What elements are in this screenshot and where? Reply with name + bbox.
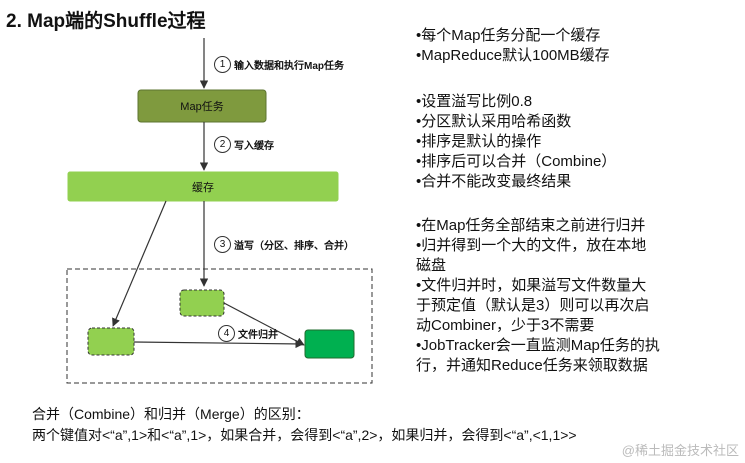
note-line: 磁盘 bbox=[416, 257, 447, 274]
page-title: 2. Map端的Shuffle过程 bbox=[6, 11, 206, 32]
watermark: @稀土掘金技术社区 bbox=[621, 443, 739, 458]
note-line: •JobTracker会一直监测Map任务的执 bbox=[416, 337, 660, 354]
step-3-label: 溢写（分区、排序、合并） bbox=[234, 241, 354, 252]
arrow-spill-2 bbox=[112, 200, 167, 327]
step-3-number: 3 bbox=[214, 236, 231, 253]
arrow-merge-1 bbox=[223, 302, 305, 346]
arrow-merge-2 bbox=[133, 339, 304, 349]
buffer-box bbox=[67, 171, 339, 202]
note-line: •每个Map任务分配一个缓存 bbox=[416, 27, 601, 44]
note-line: •MapReduce默认100MB缓存 bbox=[416, 47, 610, 64]
step-3: 3 溢写（分区、排序、合并） bbox=[214, 236, 354, 253]
bottom-line-1: 合并（Combine）和归并（Merge）的区别： bbox=[32, 406, 310, 422]
step-4-number: 4 bbox=[218, 325, 235, 342]
note-line: •分区默认采用哈希函数 bbox=[416, 113, 572, 130]
note-line: •在Map任务全部结束之前进行归并 bbox=[416, 217, 646, 234]
note-line: 行，并通知Reduce任务来领取数据 bbox=[416, 357, 648, 374]
note-line: •合并不能改变最终结果 bbox=[416, 173, 572, 190]
step-4-label: 文件归并 bbox=[238, 330, 278, 341]
note-line: •设置溢写比例0.8 bbox=[416, 93, 533, 110]
note-line: 于预定值（默认是3）则可以再次启 bbox=[416, 297, 650, 314]
note-line: 动Combiner，少于3不需要 bbox=[416, 317, 595, 334]
spill-file-2 bbox=[87, 327, 135, 356]
step-1: 1 输入数据和执行Map任务 bbox=[214, 56, 344, 73]
spill-file-1 bbox=[179, 289, 225, 317]
buffer-label: 缓存 bbox=[192, 181, 214, 194]
notes-buffer: •每个Map任务分配一个缓存 •MapReduce默认100MB缓存 bbox=[416, 26, 610, 66]
note-line: •排序后可以合并（Combine） bbox=[416, 153, 617, 170]
step-2-number: 2 bbox=[214, 136, 231, 153]
note-line: •排序是默认的操作 bbox=[416, 133, 542, 150]
step-1-number: 1 bbox=[214, 56, 231, 73]
step-2-label: 写入缓存 bbox=[234, 141, 274, 152]
map-task-box bbox=[137, 89, 267, 123]
notes-spill: •设置溢写比例0.8 •分区默认采用哈希函数 •排序是默认的操作 •排序后可以合… bbox=[416, 92, 616, 192]
merged-file bbox=[304, 329, 355, 359]
map-task-label: Map任务 bbox=[180, 101, 224, 113]
step-4: 4 文件归并 bbox=[218, 325, 278, 342]
note-line: •文件归并时，如果溢写文件数量大 bbox=[416, 277, 647, 294]
note-line: •归并得到一个大的文件，放在本地 bbox=[416, 237, 647, 254]
spill-area bbox=[66, 268, 373, 384]
step-1-label: 输入数据和执行Map任务 bbox=[234, 61, 344, 72]
bottom-line-2: 两个键值对<“a”,1>和<“a”,1>，如果合并，会得到<“a”,2>，如果归… bbox=[32, 427, 577, 443]
step-2: 2 写入缓存 bbox=[214, 136, 274, 153]
notes-merge: •在Map任务全部结束之前进行归并 •归并得到一个大的文件，放在本地 磁盘 •文… bbox=[416, 216, 660, 376]
